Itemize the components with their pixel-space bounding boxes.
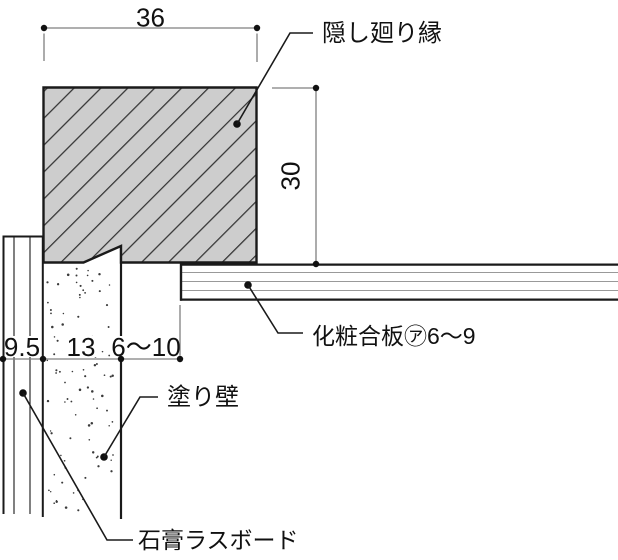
dimension-bottom-chain: 9.5 13 6〜10	[0, 305, 184, 363]
leader-decorative-plywood: 化粧合板㋐6〜9	[244, 281, 476, 349]
decorative-plywood-section	[179, 263, 618, 301]
label-plaster-wall: 塗り壁	[167, 384, 239, 411]
dimension-30-value: 30	[276, 162, 306, 191]
dimension-13-value: 13	[67, 332, 96, 362]
molding-hatch	[42, 86, 258, 264]
label-hidden-molding: 隠し廻り縁	[322, 20, 442, 47]
leader-gypsum-lath-board: 石膏ラスボード	[19, 389, 299, 553]
dimension-36-value: 36	[136, 3, 165, 33]
dimension-30: 30	[272, 84, 320, 268]
plaster-stipple-texture	[46, 267, 116, 512]
dimension-9-5-value: 9.5	[4, 332, 40, 362]
leader-hidden-molding: 隠し廻り縁	[233, 20, 442, 128]
leader-plaster-wall: 塗り壁	[100, 384, 239, 461]
gypsum-lath-board-section	[2, 235, 44, 517]
dimension-6-10-value: 6〜10	[111, 332, 180, 362]
label-gypsum-lath-board: 石膏ラスボード	[138, 527, 299, 553]
label-decorative-plywood: 化粧合板㋐6〜9	[312, 323, 476, 349]
dimension-36: 36	[40, 3, 261, 62]
hidden-molding-section	[42, 86, 258, 264]
